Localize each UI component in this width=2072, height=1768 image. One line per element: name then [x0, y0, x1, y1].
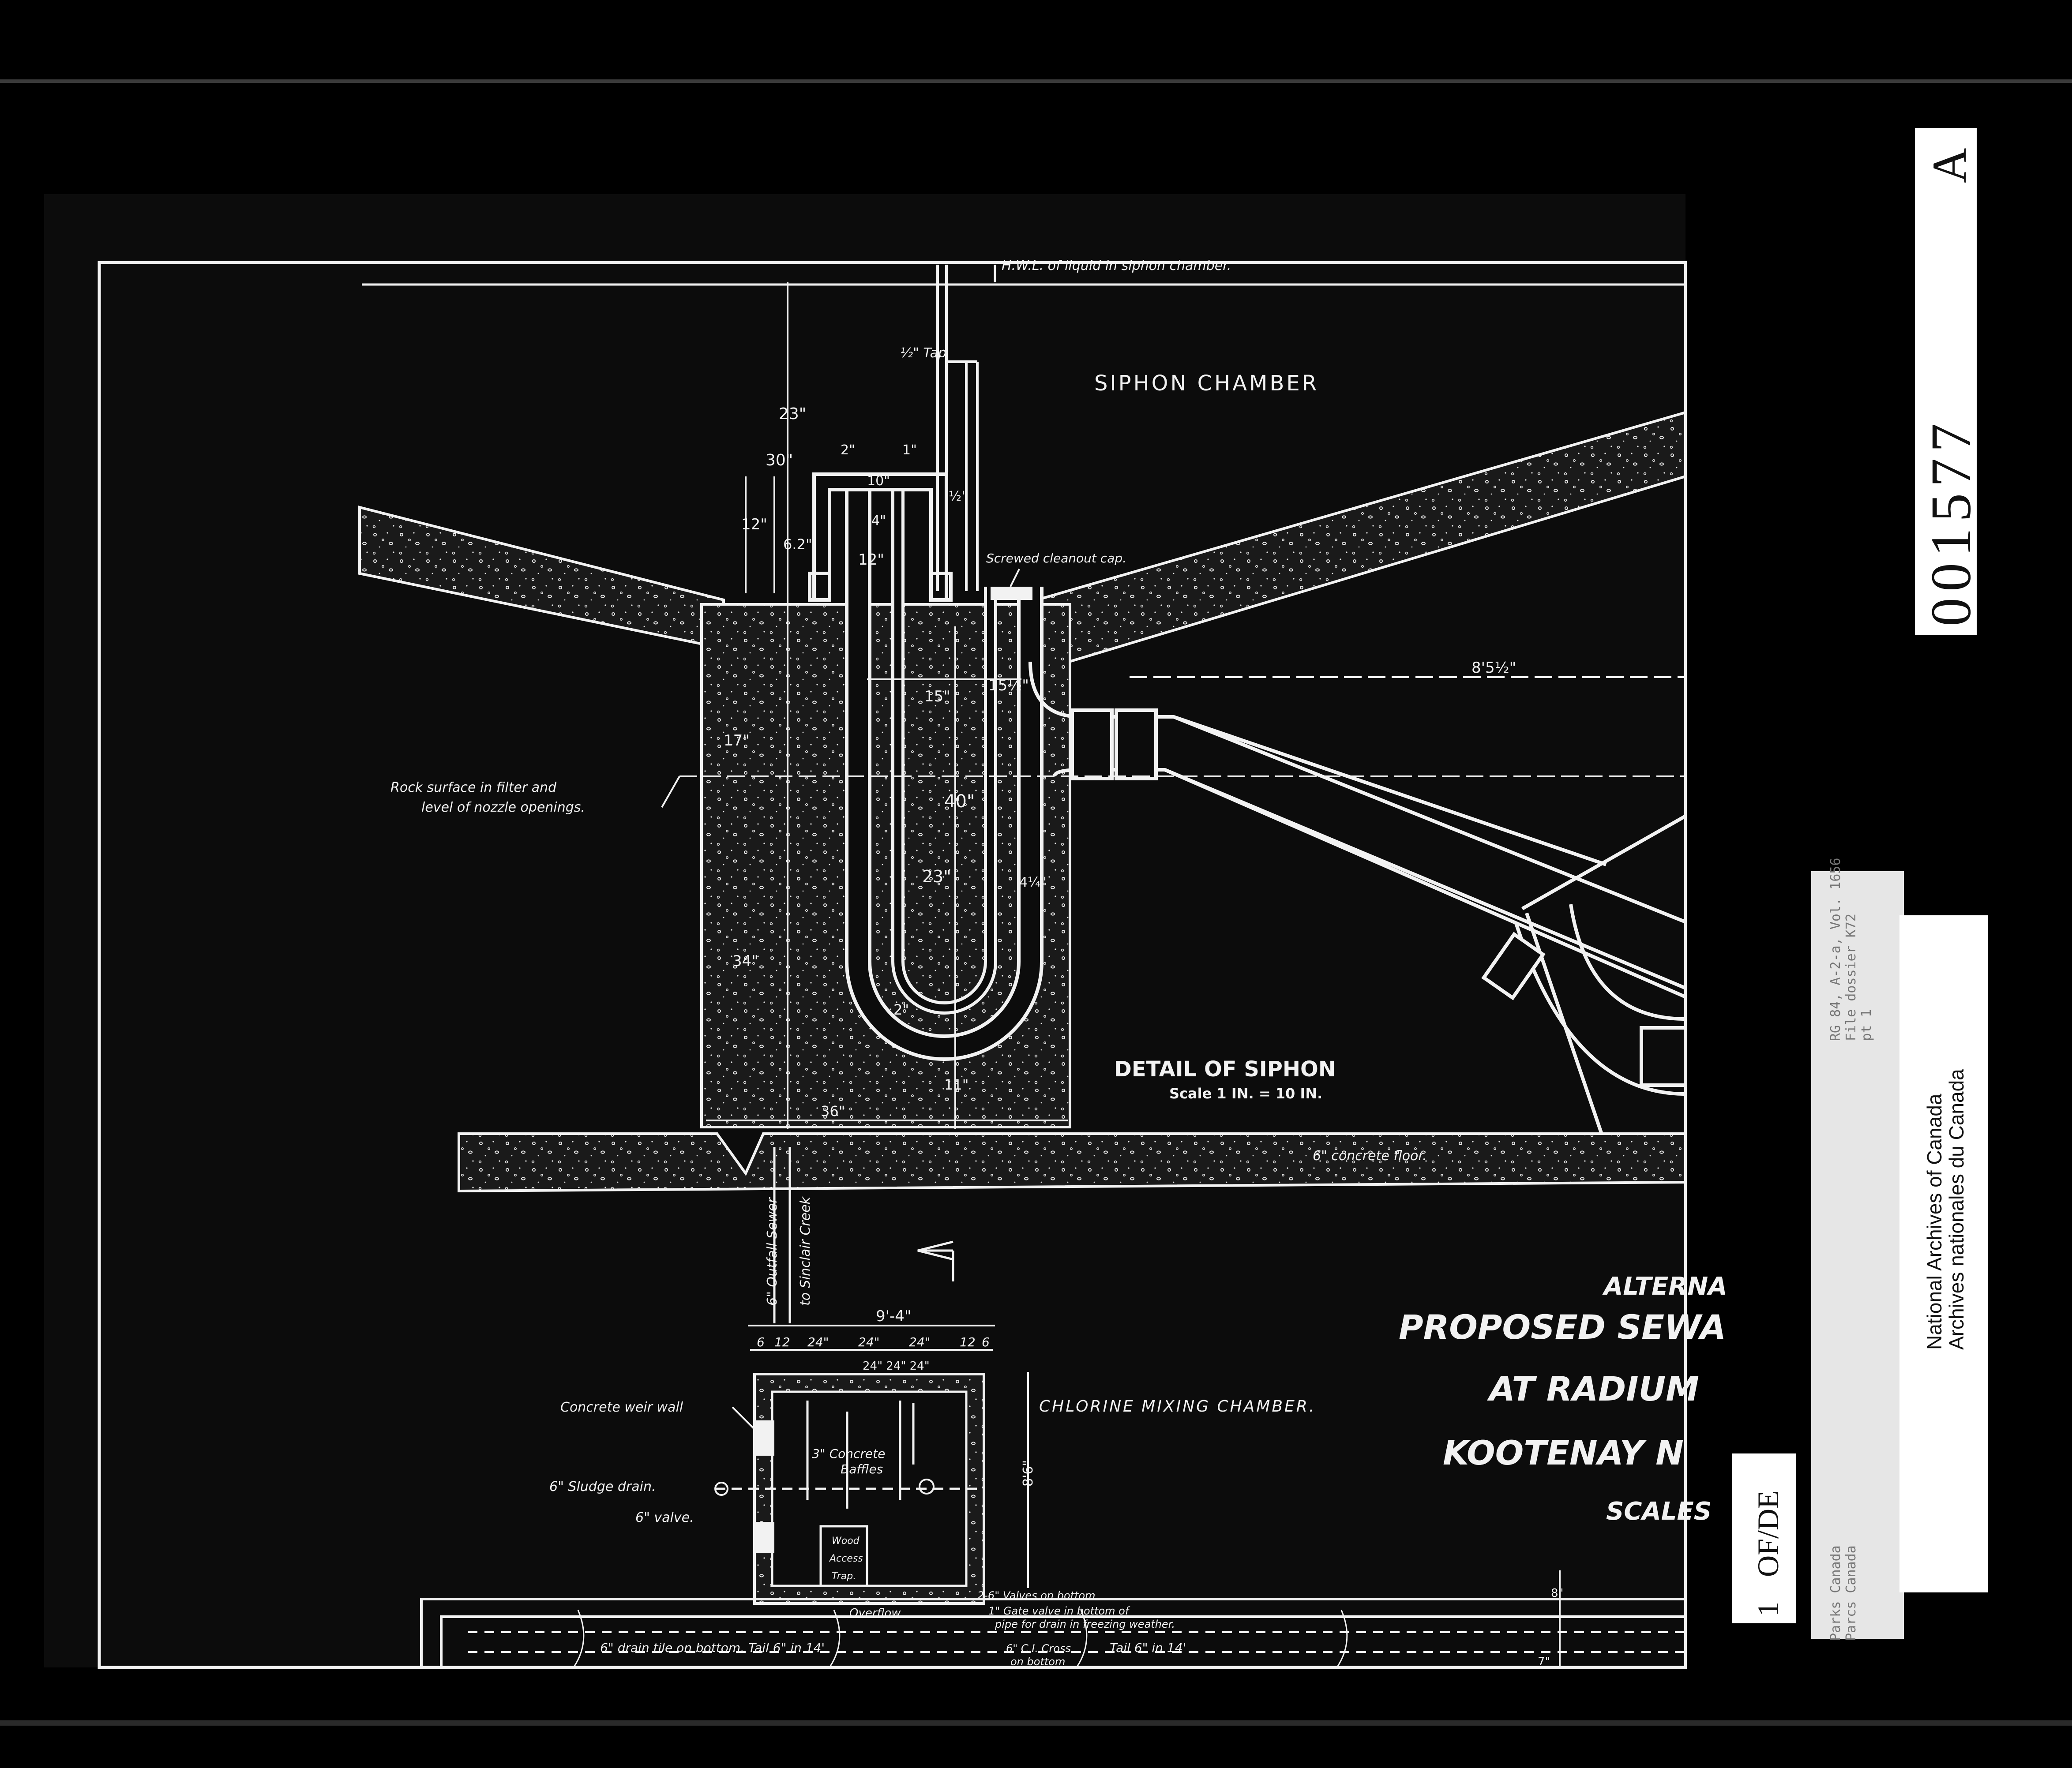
dim-23-mid: 23": [922, 867, 951, 886]
tap-note: ½" Tap: [900, 345, 946, 361]
sheet-tag: 1 OF/DE: [1732, 1453, 1796, 1623]
detail-title: DETAIL OF SIPHON: [1114, 1057, 1336, 1082]
detail-scale: Scale 1 IN. = 10 IN.: [1169, 1085, 1322, 1102]
dim-12-left: 12": [741, 516, 767, 533]
weir-wall-note: Concrete weir wall: [560, 1400, 683, 1415]
chlorine-mixing-chamber: [714, 1373, 985, 1605]
dim-8-small: 8": [1551, 1587, 1564, 1600]
dim-9-4: 9'-4": [876, 1307, 912, 1325]
drain-tile-note: 6" drain tile on bottom. Tail 6" in 14': [600, 1641, 825, 1655]
outfall-sewer-note: 6" Outfall Sewer: [765, 1197, 780, 1306]
sheet-count: 1: [1751, 1602, 1785, 1617]
dimension-row-label: 6: [757, 1335, 765, 1349]
siphon-chamber-title: SIPHON CHAMBER: [1094, 371, 1319, 396]
cross-note-1: 6" C.I. Cross: [1006, 1642, 1071, 1655]
dimension-row-label: 6: [982, 1335, 990, 1349]
dim-23-top: 23": [779, 405, 806, 423]
dim-34: 34": [732, 952, 758, 970]
dim-6-2: 6.2": [783, 536, 812, 553]
sludge-drain-note: 6" Sludge drain.: [549, 1479, 656, 1495]
frame-number: 001577 A: [1915, 128, 1983, 635]
cleanout-note: Screwed cleanout cap.: [986, 551, 1126, 566]
access-trap-2: Access: [829, 1553, 863, 1564]
dim-2-a: 2": [841, 442, 855, 458]
gate-valves-note-1: 1" Gate valve in bottom of: [988, 1605, 1130, 1617]
dim-30: 30": [766, 451, 793, 469]
cleanout-cap: [991, 587, 1032, 600]
dimension-row-label: 24": [858, 1335, 880, 1349]
dim-1: 1": [902, 442, 917, 458]
access-trap-1: Wood: [832, 1536, 860, 1547]
dim-8-6: 8'6": [1021, 1460, 1036, 1487]
dim-8-5: 8'5½": [1471, 659, 1516, 677]
rock-surface-note-1: Rock surface in filter and: [390, 780, 557, 795]
drawing-border: [98, 261, 1687, 1669]
hwl-note: H.W.L. of liquid in siphon chamber.: [1002, 258, 1231, 273]
dim-17: 17": [724, 732, 750, 749]
dimension-row-label: 24": [909, 1335, 931, 1349]
frame-number-digits: 001577: [1919, 417, 1983, 626]
overflow-note: Overflow: [849, 1607, 901, 1620]
chlorine-chamber-title: CHLORINE MIXING CHAMBER.: [1039, 1397, 1316, 1416]
siphon-u-bend: [845, 490, 1044, 1061]
dimension-row-label: 12: [774, 1335, 790, 1349]
hwl-line: [362, 265, 1685, 286]
dim-2-b: 2": [893, 1001, 909, 1018]
baffles-note-2: Baffles: [841, 1462, 883, 1476]
dim-baffle-top: 24" 24" 24": [863, 1360, 930, 1373]
dim-4-q: 4¼": [1019, 875, 1047, 890]
dim-15: 15": [924, 688, 950, 705]
sheet-text: OF/DE: [1751, 1491, 1785, 1577]
outfall-sewer: [773, 1147, 954, 1323]
tail-note: Tail 6" in 14': [1110, 1641, 1186, 1655]
dim-15-5: 15½": [988, 677, 1029, 694]
archives-en: National Archives of Canada: [1923, 1094, 1946, 1350]
baffles-note-1: 3" Concrete: [812, 1446, 885, 1461]
source-fr: Parcs Canada: [1843, 1545, 1859, 1641]
dim-4: 4": [871, 513, 886, 528]
dim-12-inner: 12": [858, 551, 884, 569]
frame-number-suffix: A: [1922, 148, 1976, 183]
dim-11: 11": [944, 1076, 968, 1093]
rock-surface-note-2: level of nozzle openings.: [421, 800, 585, 815]
title-line-4: KOOTENAY N: [1443, 1433, 1684, 1472]
gate-valves-note-2: pipe for drain in freezing weather.: [995, 1618, 1175, 1630]
filter-bed: [420, 1570, 1685, 1668]
valves-bottom-note: 2-6" Valves on bottom: [977, 1589, 1096, 1602]
dim-10: 10": [867, 473, 890, 489]
reference-1: RG 84, A-2-a, Vol. 1656: [1828, 858, 1843, 1041]
dimension-lines: [706, 282, 1068, 1129]
archive-label: Parks Canada Parcs Canada RG 84, A-2-a, …: [1811, 858, 1988, 1641]
vent-pipe: [936, 265, 979, 591]
reference-3: pt 1: [1859, 1009, 1874, 1041]
dim-36: 36": [821, 1103, 845, 1120]
dim-7: 7": [1538, 1655, 1550, 1668]
source-en: Parks Canada: [1828, 1545, 1843, 1641]
title-line-2: PROPOSED SEWA: [1399, 1307, 1726, 1347]
cross-note-2: on bottom: [1010, 1656, 1065, 1668]
title-line-3: AT RADIUM: [1487, 1369, 1699, 1408]
concrete-floor-slab: [458, 1132, 1687, 1193]
dimension-row: 6 12 24" 24" 24" 12 6: [750, 1335, 993, 1351]
dimension-row-label: 12: [960, 1335, 976, 1349]
dimension-row-label: 24": [807, 1335, 829, 1349]
title-line-1: ALTERNA: [1602, 1272, 1727, 1301]
access-trap-3: Trap.: [832, 1571, 856, 1582]
dim-half-a: ½": [949, 489, 968, 504]
archives-fr: Archives nationales du Canada: [1945, 1069, 1968, 1350]
sinclair-creek-note: to Sinclair Creek: [798, 1196, 813, 1306]
dim-40: 40": [944, 791, 975, 812]
floor-note: 6" concrete floor.: [1313, 1148, 1427, 1164]
valve-note: 6" valve.: [635, 1510, 694, 1525]
title-line-5: SCALES: [1606, 1497, 1712, 1526]
reference-2: File dossier K72: [1843, 914, 1859, 1041]
